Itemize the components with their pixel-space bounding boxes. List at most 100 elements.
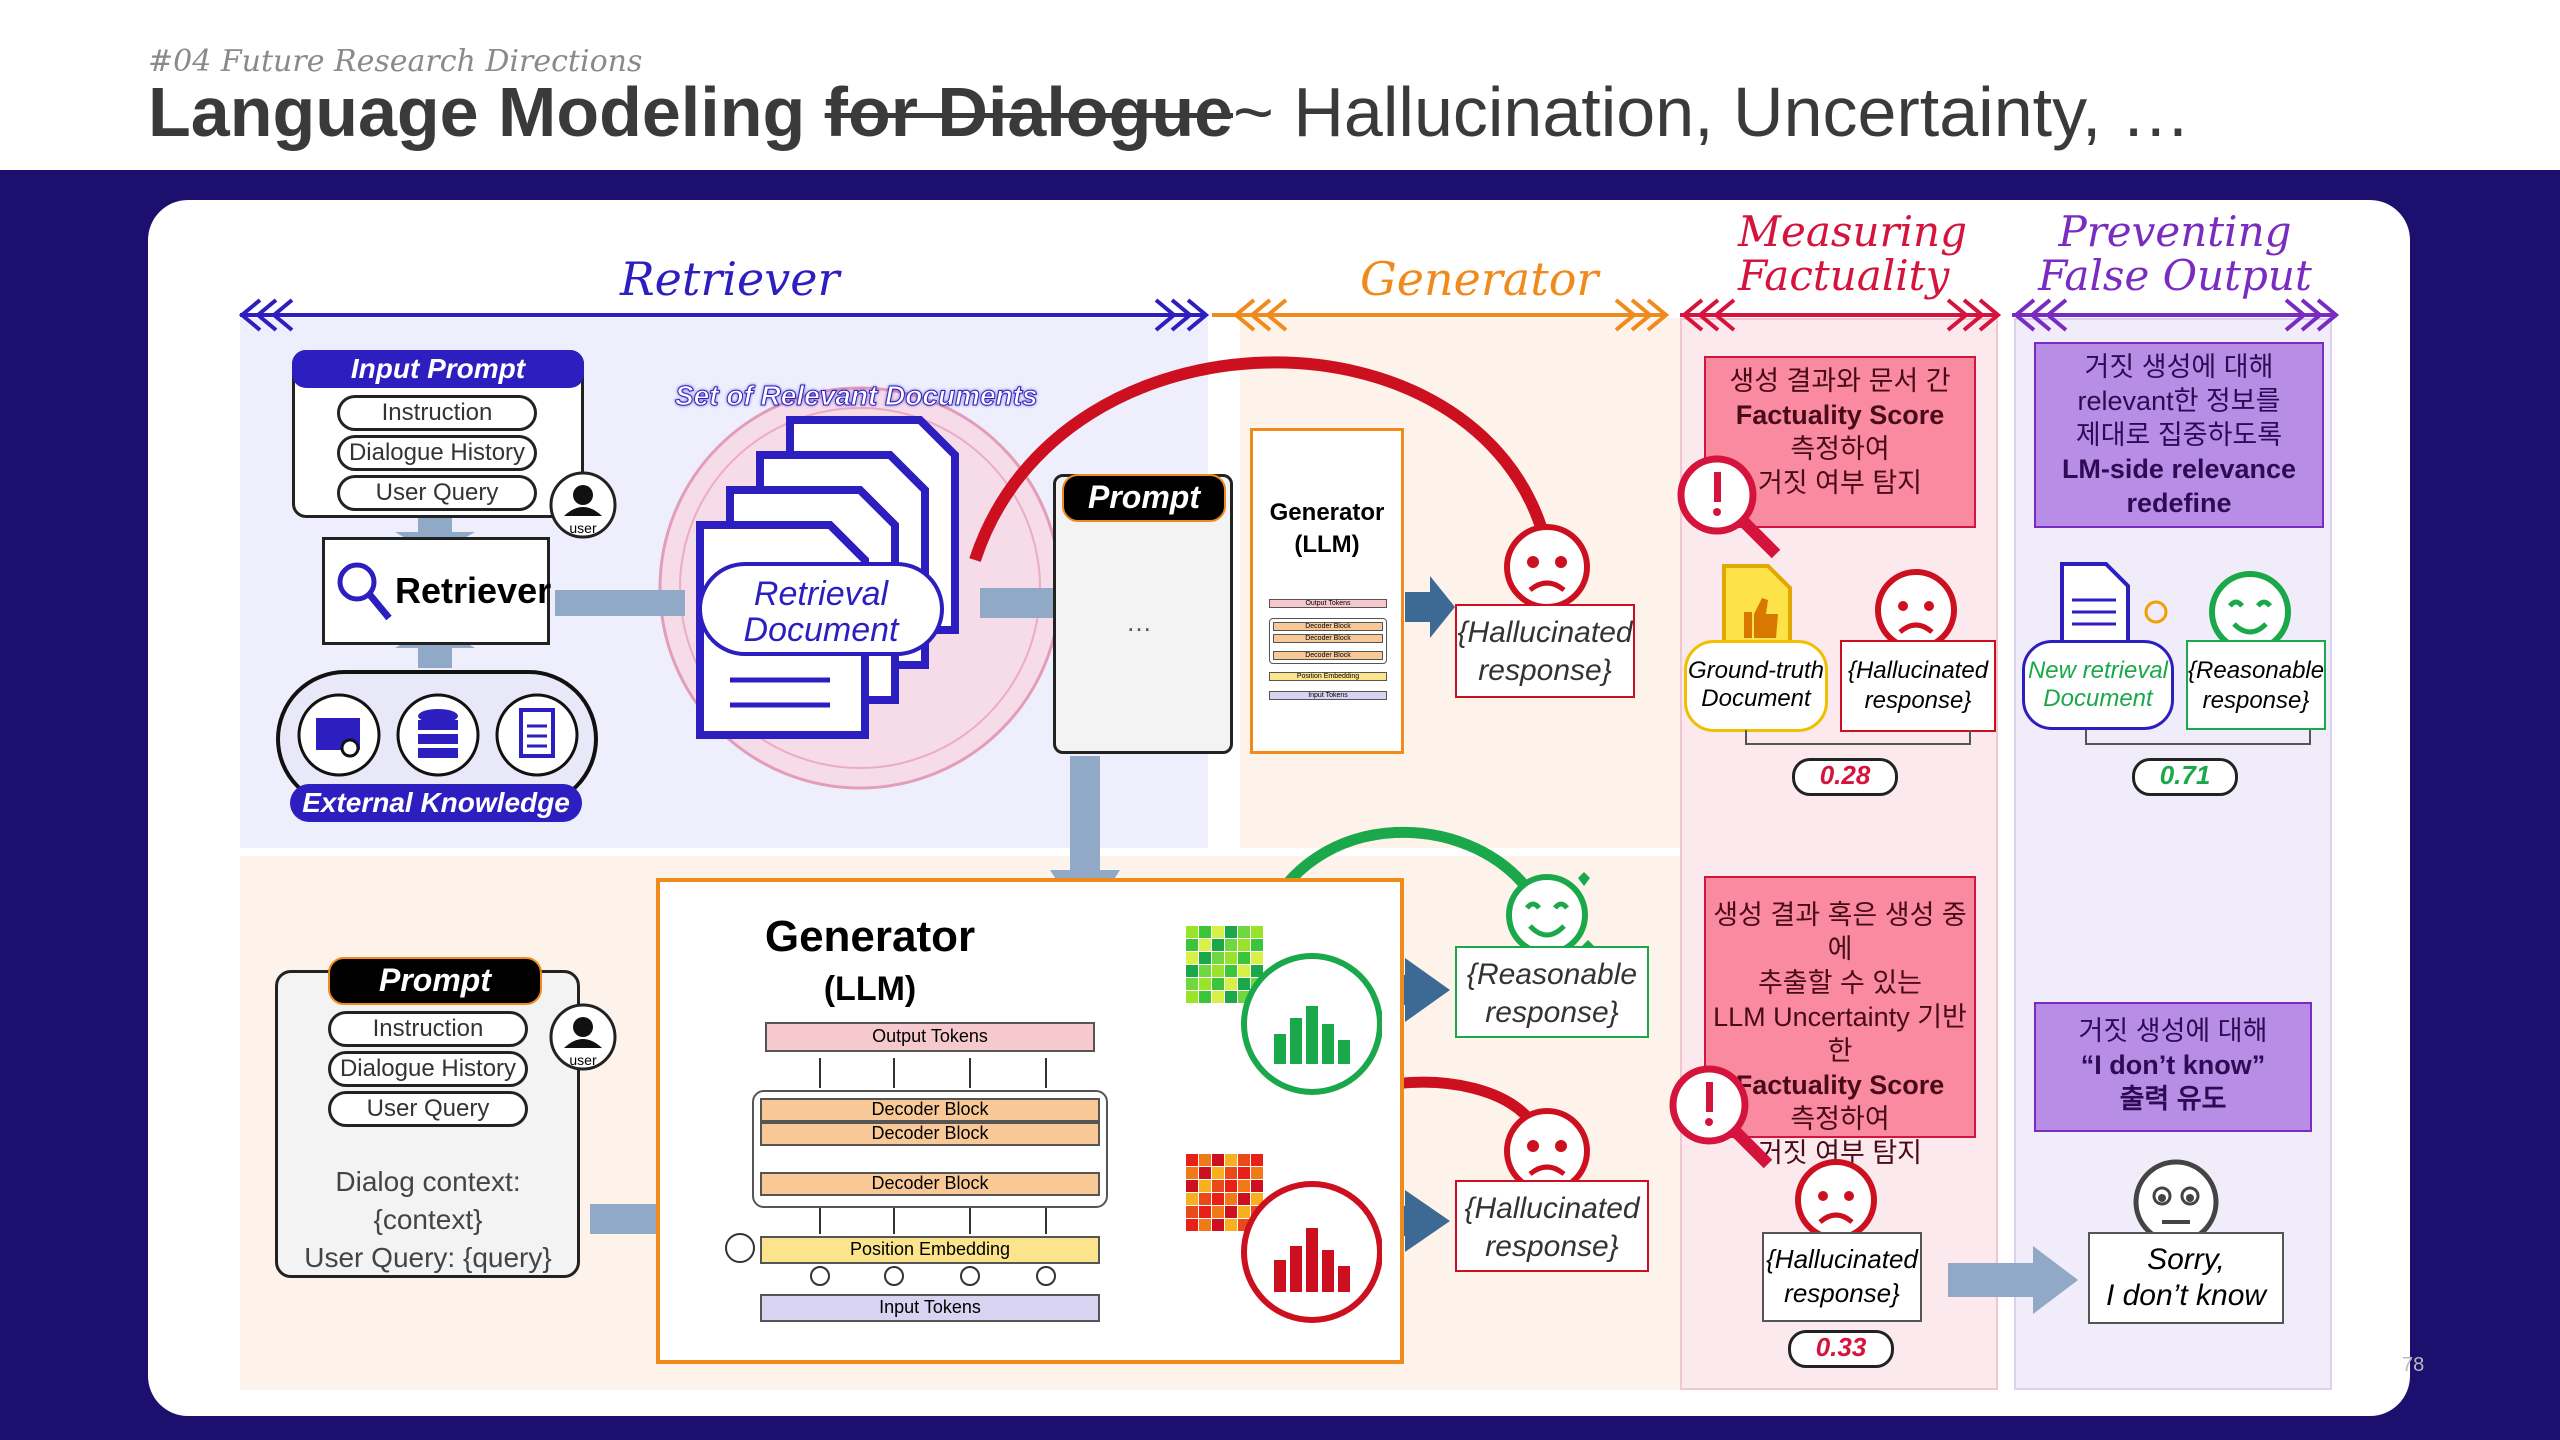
warning-magnifier-icon-bottom	[1669, 1065, 1773, 1169]
thumbs-up-document-icon	[1722, 564, 1792, 656]
heatmap-cell	[1225, 991, 1237, 1003]
heatmap-cell	[1225, 926, 1237, 938]
heatmap-cell	[1199, 1180, 1211, 1192]
relevance-score: 0.71	[2132, 758, 2238, 796]
retriever-range-arrow	[238, 298, 1210, 332]
heatmap-cell	[1199, 952, 1211, 964]
retrieval-document-line1: Retrieval	[753, 575, 889, 613]
heatmap-cell	[1199, 1206, 1211, 1218]
heatmap-cell	[1225, 1219, 1237, 1231]
ground-truth-document: Ground-truth Document	[1684, 640, 1828, 732]
heatmap-cell	[1186, 926, 1198, 938]
retriever-heading: Retriever	[620, 252, 840, 306]
heatmap-cell	[1238, 1193, 1250, 1205]
preventing-top-line3: 제대로 집중하도록	[2075, 420, 2283, 450]
prompt-bottom-box: Prompt Instruction Dialogue History User…	[275, 957, 580, 1278]
retrieval-document-line2: Document	[743, 611, 899, 649]
heatmap-cell	[1199, 939, 1211, 951]
measuring-top-line2: Factuality Score	[1735, 400, 1945, 430]
reasonable-line2: response}	[1485, 996, 1619, 1029]
preventing-top-line5: redefine	[2126, 488, 2232, 518]
input-tokens-bar: Input Tokens	[760, 1294, 1100, 1322]
heatmap-cell	[1238, 1180, 1250, 1192]
heatmap-cell	[1186, 939, 1198, 951]
heatmap-cell	[1225, 1180, 1237, 1192]
prompt-top-title: Prompt	[1062, 474, 1226, 522]
heatmap-cell	[1212, 1193, 1224, 1205]
prompt-query-line: User Query: {query}	[304, 1242, 552, 1273]
hallucinated-bottom-line2: response}	[1485, 1230, 1619, 1263]
relevant-documents-label: Set of Relevant Documents	[675, 380, 1039, 412]
preventing-heading: Preventing False Output	[2030, 210, 2320, 298]
heatmap-cell	[1212, 965, 1224, 977]
heatmap-cell	[1186, 1219, 1198, 1231]
heatmap-cell	[1238, 952, 1250, 964]
magnifier-icon	[337, 562, 392, 621]
input-prompt-dialogue-history: Dialogue History	[337, 435, 537, 471]
score-bracket-top	[1745, 730, 1971, 745]
measuring-bottom-line5: 측정하여	[1790, 1104, 1890, 1134]
reasonable-response-preventing: {Reasonable response}	[2186, 640, 2326, 730]
preventing-reasonable-line2: response}	[2202, 687, 2310, 714]
measuring-heading-line2: Factuality	[1738, 251, 1950, 300]
title-rest: ~ Hallucination, Uncertainty, …	[1233, 73, 2191, 151]
section-label: #04 Future Research Directions	[148, 44, 643, 79]
heatmap-cell	[1238, 965, 1250, 977]
preventing-top-line4: LM-side relevance	[2061, 454, 2297, 484]
slide-title: Language Modeling for Dialogue~ Hallucin…	[148, 72, 2191, 152]
heatmap-cell	[1212, 1219, 1224, 1231]
warning-magnifier-icon	[1677, 455, 1781, 559]
heatmap-cell	[1212, 952, 1224, 964]
heatmap-cell	[1238, 1167, 1250, 1179]
decoder-block-3: Decoder Block	[760, 1172, 1100, 1196]
prompt-context-line: Dialog context: {context}	[335, 1166, 521, 1235]
generator-small-title: Generator (LLM)	[1253, 497, 1401, 561]
neutral-face-icon	[2133, 1159, 2219, 1245]
heatmap-cell	[1186, 965, 1198, 977]
generator-small-stack: Output Tokens Decoder Block Decoder Bloc…	[1269, 599, 1387, 700]
heatmap-cell	[1238, 926, 1250, 938]
heatmap-cell	[1225, 1154, 1237, 1166]
heatmap-cell	[1199, 978, 1211, 990]
heatmap-cell	[1199, 965, 1211, 977]
user-icon: user	[548, 470, 618, 540]
new-retrieval-document: New retrieval Document	[2022, 640, 2174, 730]
small-decoder-2: Decoder Block	[1273, 634, 1383, 643]
generator-small-title-line2: (LLM)	[1294, 531, 1360, 558]
small-input-tokens: Input Tokens	[1269, 691, 1387, 700]
measuring-bottom-line2: 추출할 수 있는	[1757, 968, 1923, 998]
prompt-instruction: Instruction	[328, 1011, 528, 1047]
preventing-bottom-note: 거짓 생성에 대해 “I don’t know” 출력 유도	[2034, 1002, 2312, 1132]
heatmap-cell	[1199, 991, 1211, 1003]
heatmap-cell	[1186, 978, 1198, 990]
input-prompt-box: Input Prompt Instruction Dialogue Histor…	[292, 350, 584, 518]
heatmap-cell	[1238, 978, 1250, 990]
measuring-hallucinated-line2: response}	[1864, 687, 1972, 714]
heatmap-cell	[1212, 939, 1224, 951]
title-bold: Language Modeling	[148, 73, 806, 151]
heatmap-cell	[1251, 1193, 1263, 1205]
heatmap-cell	[1238, 1154, 1250, 1166]
generator-arrows	[725, 1058, 1056, 1286]
heatmap-cell	[1186, 1206, 1198, 1218]
folder-search-icon	[297, 693, 381, 777]
heatmap-cell	[1251, 1154, 1263, 1166]
hallucinated-bottom-line1: {Hallucinated	[1464, 1192, 1640, 1225]
title-strike: for Dialogue	[824, 73, 1234, 151]
input-prompt-instruction: Instruction	[337, 395, 537, 431]
preventing-top-line1: 거짓 생성에 대해	[2084, 352, 2274, 382]
prompt-dialogue-history: Dialogue History	[328, 1051, 528, 1087]
position-embedding-bar: Position Embedding	[760, 1236, 1100, 1264]
measuring-bottom-hallucinated-line1: {Hallucinated	[1766, 1244, 1918, 1274]
new-document-icon	[2060, 562, 2168, 648]
preventing-top-line2: relevant한 정보를	[2077, 386, 2281, 416]
factuality-score-top: 0.28	[1792, 758, 1898, 796]
prompt-bottom-title: Prompt	[328, 957, 542, 1005]
measuring-bottom-note: 생성 결과 혹은 생성 중에 추출할 수 있는 LLM Uncertainty …	[1704, 876, 1976, 1168]
ground-truth-line2: Document	[1701, 685, 1811, 712]
generator-big-subtitle: (LLM)	[823, 970, 917, 1008]
retriever-label: Retriever	[395, 570, 552, 611]
heatmap-cell	[1186, 1193, 1198, 1205]
heatmap-cell	[1199, 1154, 1211, 1166]
hallucinated-response-top: {Hallucinated response}	[1455, 604, 1635, 698]
